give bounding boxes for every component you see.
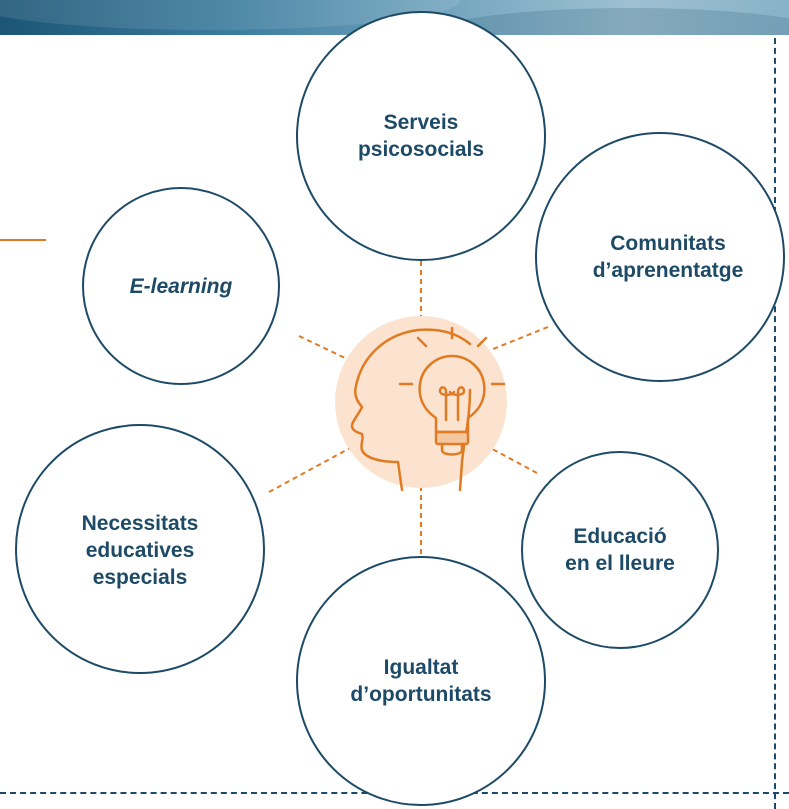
node-circle-necessitats	[15, 424, 265, 674]
bulb-base	[434, 430, 470, 446]
bulb-filament	[438, 386, 466, 422]
header-banner	[0, 0, 789, 35]
node-label-serveis: Serveis psicosocials	[357, 111, 485, 161]
node-label-comunitats: Comunitats d’aprenentatge	[592, 232, 744, 282]
ray	[416, 336, 428, 348]
node-label-necessitats: Necessitats educatives especials	[81, 511, 199, 589]
head-outline	[350, 328, 472, 492]
head-with-lightbulb-icon	[335, 316, 507, 492]
ray	[476, 336, 488, 348]
orange-accent-line	[0, 239, 46, 241]
node-label-igualtat: Igualtat d’oportunitats	[350, 656, 492, 706]
node-circle-igualtat	[296, 556, 546, 806]
connector-comunitats	[477, 326, 549, 356]
node-circle-serveis	[296, 11, 546, 261]
connector-elearning	[298, 335, 367, 369]
node-label-elearning: E-learning	[129, 274, 233, 298]
node-label-educacio: Educació en el lleure	[565, 525, 675, 575]
node-circle-comunitats	[535, 132, 785, 382]
node-circle-educacio	[521, 451, 719, 649]
dashed-border-right	[774, 38, 776, 809]
bulb-cap	[440, 442, 464, 456]
node-circle-elearning	[82, 187, 280, 385]
bulb-outline	[418, 354, 486, 434]
